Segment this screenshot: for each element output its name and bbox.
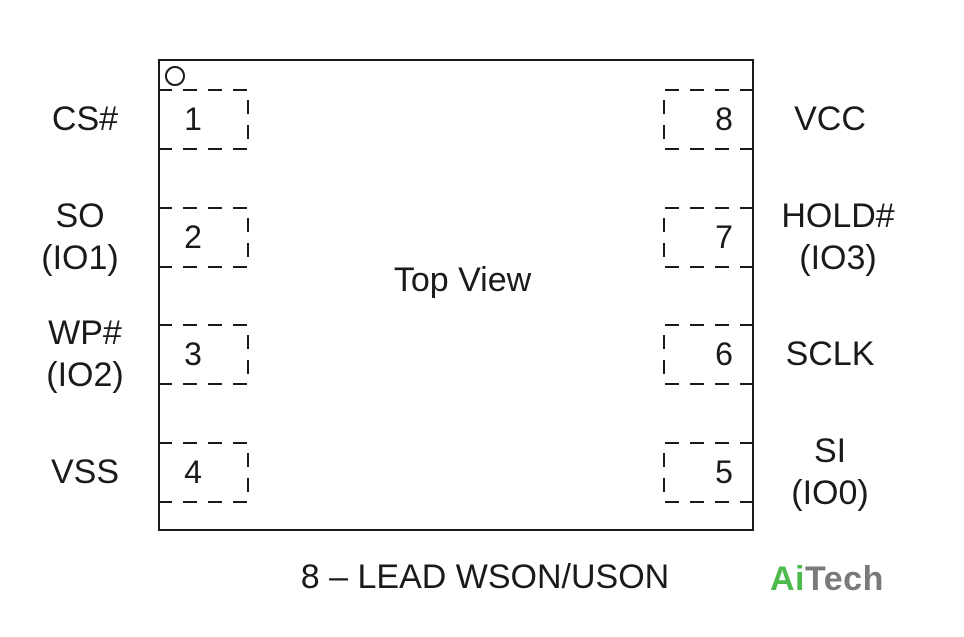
pad-pin-8: 8 bbox=[663, 89, 754, 150]
logo-part-ai: Ai bbox=[770, 560, 805, 598]
pin-label-line: (IO2) bbox=[46, 356, 124, 394]
pin-label-line: SI bbox=[813, 432, 847, 470]
pin-label-line: CS# bbox=[51, 100, 119, 138]
pin-number: 8 bbox=[715, 101, 733, 137]
pad-pin-5: 5 bbox=[663, 442, 754, 503]
aitech-logo: AiTech bbox=[770, 558, 884, 600]
pin-number: 3 bbox=[184, 336, 202, 372]
pad-pin-7: 7 bbox=[663, 207, 754, 268]
pin-label-5: SI (IO0) bbox=[770, 430, 890, 514]
pin-label-line: (IO0) bbox=[791, 474, 869, 512]
pin-number: 4 bbox=[184, 454, 202, 490]
pad-pin-6: 6 bbox=[663, 324, 754, 385]
pin-label-line: WP# bbox=[48, 314, 122, 352]
pad-pin-3: 3 bbox=[158, 324, 249, 385]
top-view-label: Top View bbox=[393, 261, 532, 299]
pin-number: 5 bbox=[715, 454, 733, 490]
package-body bbox=[158, 59, 754, 531]
pin-label-8: VCC bbox=[770, 98, 890, 140]
pin-number: 2 bbox=[184, 219, 202, 255]
pad-pin-2: 2 bbox=[158, 207, 249, 268]
pin-label-4: VSS bbox=[30, 451, 140, 493]
pin-label-line: SCLK bbox=[785, 335, 875, 373]
pin1-marker bbox=[165, 66, 185, 86]
pin-label-1: CS# bbox=[30, 98, 140, 140]
pad-pin-1: 1 bbox=[158, 89, 249, 150]
pin-label-3: WP# (IO2) bbox=[30, 312, 140, 396]
pin-label-7: HOLD# (IO3) bbox=[768, 195, 908, 279]
pin-label-line: SO bbox=[55, 197, 105, 235]
pin-label-2: SO (IO1) bbox=[25, 195, 135, 279]
pin-number: 1 bbox=[184, 101, 202, 137]
pin-number: 6 bbox=[715, 336, 733, 372]
pin-number: 7 bbox=[715, 219, 733, 255]
pin-label-line: VCC bbox=[794, 100, 866, 138]
pin-label-line: (IO3) bbox=[799, 239, 877, 277]
pin-label-6: SCLK bbox=[770, 333, 890, 375]
pin-label-line: HOLD# bbox=[781, 197, 895, 235]
logo-part-tech: Tech bbox=[805, 560, 884, 598]
pin-label-line: VSS bbox=[50, 453, 120, 491]
pin-label-line: (IO1) bbox=[41, 239, 119, 277]
pad-pin-4: 4 bbox=[158, 442, 249, 503]
package-name: 8 – LEAD WSON/USON bbox=[300, 558, 670, 596]
